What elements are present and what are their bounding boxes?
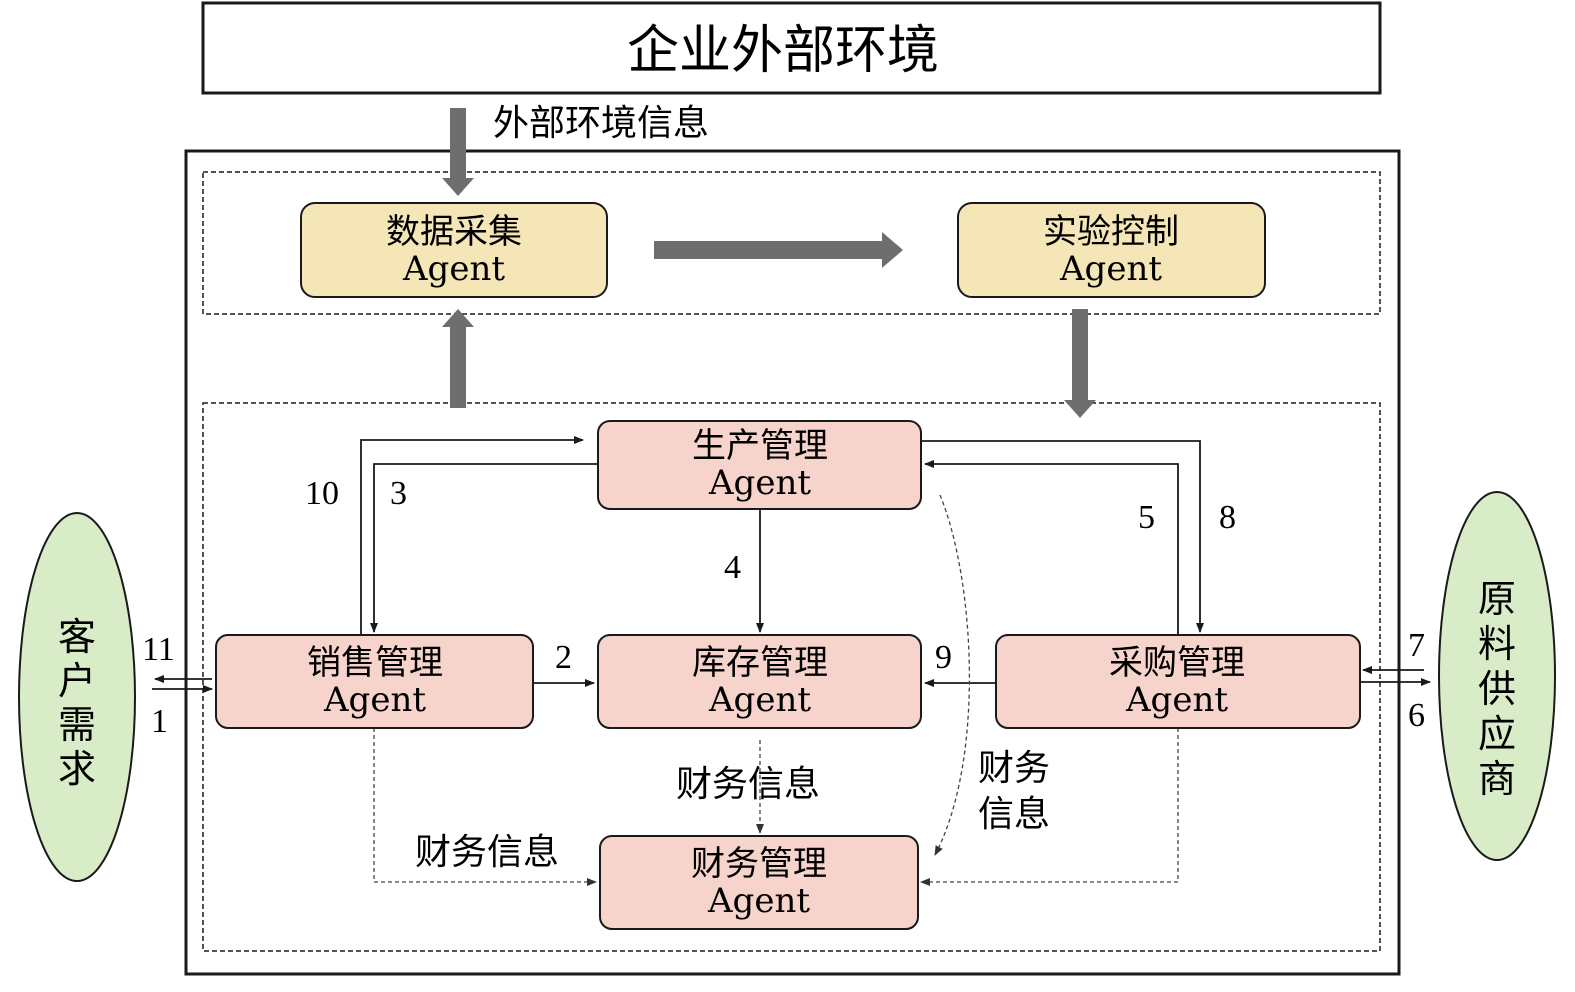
- experiment-agent-subtitle: Agent: [1059, 249, 1162, 289]
- data-collect-agent-title: 数据采集: [386, 212, 522, 252]
- sales-agent-title: 销售管理: [307, 643, 443, 683]
- inventory-agent-node: 库存管理 Agent: [597, 634, 922, 729]
- production-agent-subtitle: Agent: [708, 463, 811, 503]
- bottom-dashed-group: [202, 402, 1381, 952]
- supplier-char-2: 料: [1478, 622, 1516, 666]
- finance-agent-node: 财务管理 Agent: [599, 835, 919, 930]
- customer-char-4: 求: [58, 747, 96, 791]
- finance-flow-from-sales: [373, 728, 597, 886]
- experiment-agent-title: 实验控制: [1043, 212, 1179, 252]
- thick-arrow-experiment-to-bottom: [1064, 309, 1096, 418]
- flow-number-2: 2: [555, 639, 572, 676]
- thick-arrow-bottom-to-data: [442, 309, 474, 408]
- production-agent-title: 生产管理: [692, 426, 828, 466]
- system-outer-box: [184, 149, 1401, 976]
- finance-label-sales: 财务信息: [415, 832, 559, 873]
- finance-label-production-2: 信息: [978, 794, 1050, 835]
- external-info-label: 外部环境信息: [493, 103, 709, 144]
- sales-agent-subtitle: Agent: [323, 680, 426, 720]
- data-collect-agent-node: 数据采集 Agent: [300, 202, 608, 298]
- external-environment-title: 企业外部环境: [627, 21, 939, 81]
- supplier-oval: 原 料 供 应 商: [1438, 491, 1556, 861]
- flow-line-10: [360, 436, 584, 635]
- flow-number-4: 4: [724, 549, 741, 586]
- flow-number-10: 10: [305, 475, 339, 512]
- flow-number-9: 9: [935, 639, 952, 676]
- flow-number-11: 11: [142, 631, 175, 668]
- customer-char-1: 客: [58, 615, 96, 659]
- flow-line-8: [921, 440, 1204, 633]
- finance-label-production-1: 财务: [978, 748, 1050, 789]
- thick-arrow-data-to-experiment: [654, 232, 903, 268]
- flow-number-6: 6: [1408, 697, 1425, 734]
- flow-line-5: [924, 460, 1179, 635]
- thick-arrow-env-to-data: [442, 108, 474, 196]
- top-dashed-group: [202, 171, 1381, 315]
- data-collect-agent-subtitle: Agent: [402, 249, 505, 289]
- purchase-agent-subtitle: Agent: [1125, 680, 1228, 720]
- customer-demand-oval: 客 户 需 求: [18, 512, 136, 882]
- inventory-agent-title: 库存管理: [692, 643, 828, 683]
- supplier-char-4: 应: [1478, 712, 1516, 756]
- flow-number-1: 1: [151, 703, 168, 740]
- inventory-agent-subtitle: Agent: [708, 680, 811, 720]
- finance-flow-from-production: [934, 494, 971, 856]
- customer-char-3: 需: [58, 703, 96, 747]
- purchase-agent-node: 采购管理 Agent: [995, 634, 1361, 729]
- customer-char-2: 户: [58, 659, 96, 703]
- flow-number-3: 3: [390, 475, 407, 512]
- finance-agent-subtitle: Agent: [707, 881, 810, 921]
- external-environment-box: [201, 1, 1382, 95]
- flow-number-5: 5: [1138, 499, 1155, 536]
- experiment-agent-node: 实验控制 Agent: [957, 202, 1266, 298]
- purchase-agent-title: 采购管理: [1109, 643, 1245, 683]
- finance-flow-from-purchase: [920, 728, 1179, 886]
- finance-label-inventory: 财务信息: [676, 764, 820, 805]
- finance-agent-title: 财务管理: [691, 844, 827, 884]
- flow-line-3: [370, 463, 598, 633]
- production-agent-node: 生产管理 Agent: [597, 420, 922, 510]
- flow-number-7: 7: [1408, 627, 1425, 664]
- supplier-char-3: 供: [1478, 667, 1516, 711]
- supplier-char-1: 原: [1478, 577, 1516, 621]
- sales-agent-node: 销售管理 Agent: [215, 634, 534, 729]
- supplier-char-5: 商: [1478, 757, 1516, 801]
- flow-number-8: 8: [1219, 499, 1236, 536]
